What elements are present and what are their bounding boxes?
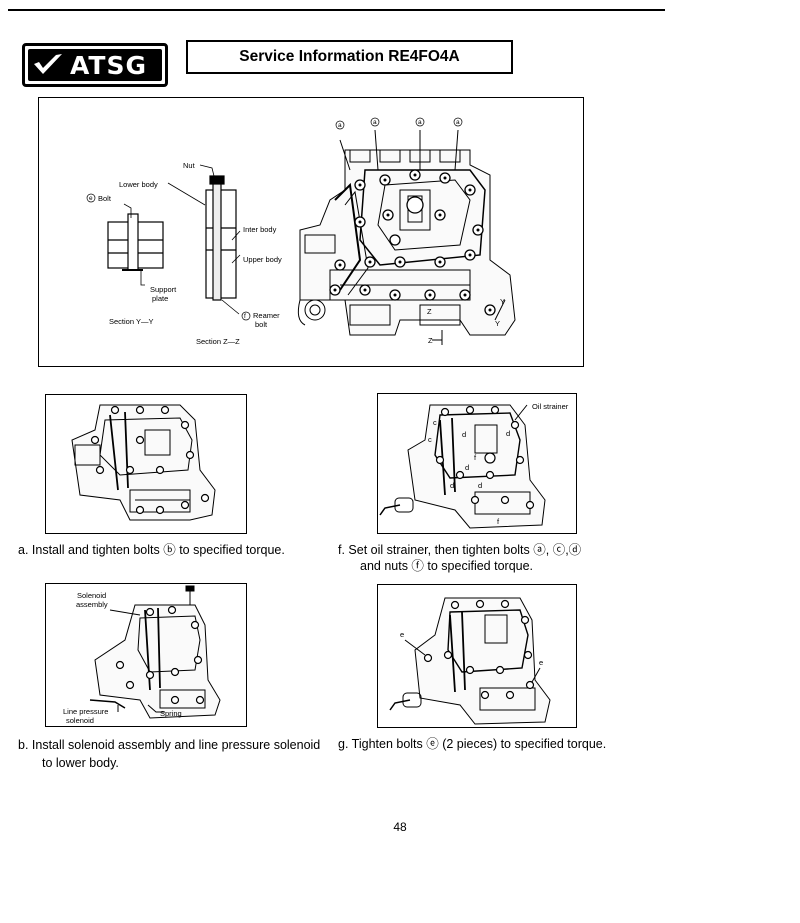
figure-g-frame	[377, 584, 577, 728]
atsg-logo: ATSG	[22, 43, 168, 87]
figure-b-frame	[45, 583, 247, 727]
caption-b-line2: to lower body.	[42, 756, 119, 770]
page-title: Service Information RE4FO4A	[186, 40, 513, 74]
top-rule	[8, 9, 665, 11]
caption-b-line1: b. Install solenoid assembly and line pr…	[18, 738, 321, 752]
figure-a-frame	[45, 394, 247, 534]
caption-a: a. Install and tighten bolts ⓑ to specif…	[18, 543, 285, 557]
page-number: 48	[393, 820, 407, 834]
figure-f-frame	[377, 393, 577, 534]
figure-top-frame	[38, 97, 584, 367]
caption-f-line1: f. Set oil strainer, then tighten bolts …	[338, 543, 582, 557]
caption-f-line2: and nuts ⓕ to specified torque.	[360, 559, 534, 573]
checkmark-icon	[34, 54, 62, 74]
caption-g: g. Tighten bolts ⓔ (2 pieces) to specifi…	[338, 737, 607, 751]
logo-text: ATSG	[70, 50, 147, 80]
